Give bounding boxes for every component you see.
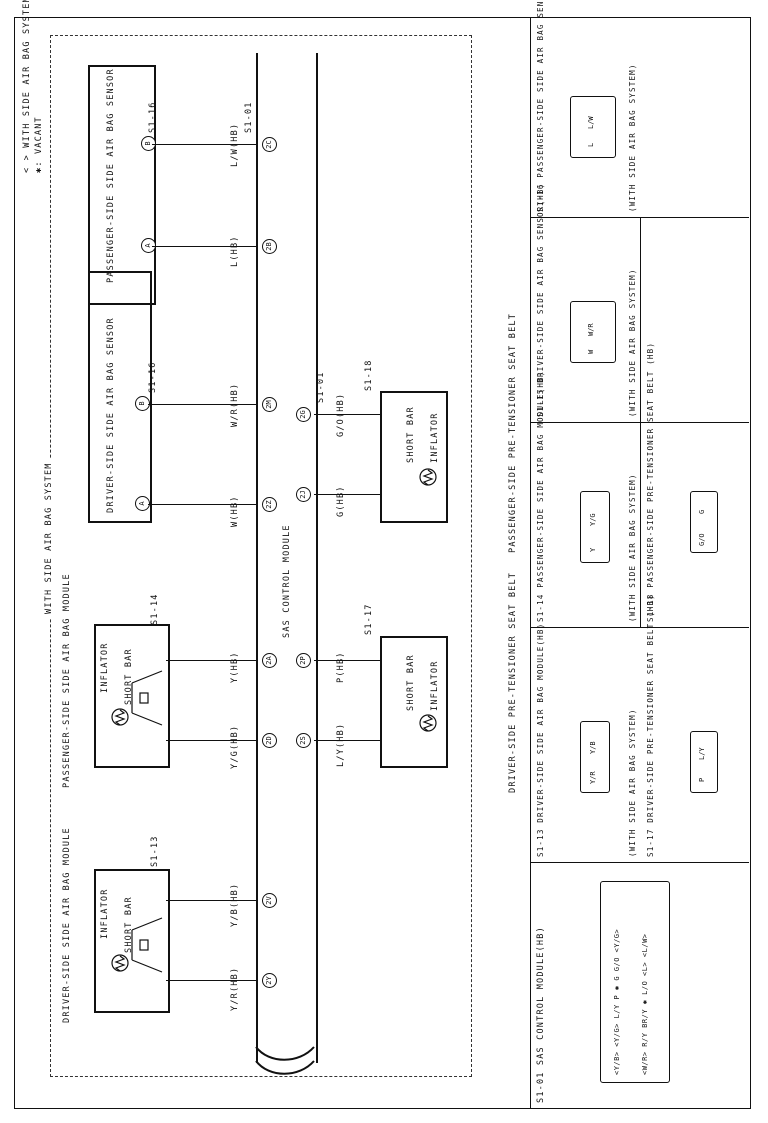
panel-s116-label: S1-16 PASSENGER-SIDE SIDE AIR BAG SENSOR…	[536, 0, 545, 212]
wire-label: W/R(HB)	[230, 382, 240, 427]
wire-label: W(HB)	[230, 495, 240, 527]
panel-s117-label: S1-17 DRIVER-SIDE PRE-TENSIONER SEAT BEL…	[646, 594, 655, 857]
pin-2y: 2Y	[262, 973, 277, 988]
sas-connector-ref: S1-01	[316, 371, 326, 403]
wire-label: P(HB)	[336, 651, 346, 683]
inflator-label: INFLATOR	[100, 642, 110, 693]
s115-connector-face: W W/R	[570, 301, 616, 363]
wire	[166, 980, 256, 981]
inflator-resistor-icon	[419, 714, 437, 732]
s117-connector-face: P L/Y	[690, 731, 718, 793]
short-bar-label: SHORT BAR	[406, 654, 416, 711]
wire-label: Y/G(HB)	[230, 724, 240, 769]
driver-pretensioner-title: DRIVER-SIDE PRE-TENSIONER SEAT BELT	[508, 571, 518, 793]
pin-2b: 2B	[262, 239, 277, 254]
wire	[314, 494, 380, 495]
legend-vacant: ✱: VACANT	[34, 116, 44, 173]
sas-row1: <Y/B> <Y/G> L/Y P ✱ G G/O <Y/G>	[613, 928, 621, 1075]
panel-s114-note: (WITH SIDE AIR BAG SYSTEM)	[628, 473, 637, 622]
s114-connector-face: Y Y/G	[580, 491, 610, 563]
sas-control-module-label: SAS CONTROL MODULE	[282, 524, 292, 638]
pin-2j: 2J	[296, 487, 311, 502]
passenger-pretensioner-title: PASSENGER-SIDE PRE-TENSIONER SEAT BELT	[508, 312, 518, 553]
passenger-side-airbag-sensor	[88, 65, 156, 305]
connector-s1-16: S1-16	[148, 101, 158, 133]
wire	[152, 246, 256, 247]
panel-s115-label: S1-15 DRIVER-SIDE SIDE AIR BAG SENSOR(HB…	[536, 182, 545, 417]
wire-label: Y(HB)	[230, 651, 240, 683]
short-bar-icon	[131, 670, 163, 726]
panel-s113-label: S1-13 DRIVER-SIDE SIDE AIR BAG MODULE(HB…	[536, 622, 545, 857]
wire	[314, 660, 380, 661]
panel-s115-note: (WITH SIDE AIR BAG SYSTEM)	[628, 268, 637, 417]
pin-2v: 2V	[262, 893, 277, 908]
wire-label: L/Y(HB)	[336, 722, 346, 767]
connector-s1-13: S1-13	[150, 835, 160, 867]
panel-divider	[530, 17, 531, 1109]
wire-label: L/W(HB)	[230, 122, 240, 167]
s116-connector-face: L L/W	[570, 96, 616, 158]
wire	[166, 900, 256, 901]
pin-2g: 2G	[296, 407, 311, 422]
panel-s113-note: (WITH SIDE AIR BAG SYSTEM)	[628, 708, 637, 857]
pin-2d: 2D	[262, 733, 277, 748]
connector-s1-16: S1-16	[148, 361, 158, 393]
sas-connector-ref: S1-01	[244, 101, 254, 133]
wire-label: Y/R(HB)	[230, 966, 240, 1011]
pin-2a: 2A	[262, 653, 277, 668]
legend-with-side-air-bag: < > WITH SIDE AIR BAG SYSTEM	[22, 0, 32, 173]
pin-2z: 2Z	[262, 497, 277, 512]
group-label: WITH SIDE AIR BAG SYSTEM	[44, 458, 54, 618]
wire	[166, 740, 256, 741]
inflator-resistor-icon	[111, 954, 129, 972]
pin-2c: 2C	[262, 137, 277, 152]
module-break-left	[255, 1046, 315, 1075]
wire-label: Y/B(HB)	[230, 882, 240, 927]
passenger-side-airbag-module-title: PASSENGER-SIDE SIDE AIR BAG MODULE	[62, 573, 72, 788]
passenger-side-airbag-sensor-title: PASSENGER-SIDE SIDE AIR BAG SENSOR	[106, 68, 116, 283]
panel-divider	[640, 218, 641, 628]
driver-side-airbag-sensor-title: DRIVER-SIDE SIDE AIR BAG SENSOR	[106, 317, 116, 513]
sas-row2: <W/R> R/Y BR/Y ✱ L/O <L> <L/W>	[641, 933, 649, 1075]
wire-label: G/O(HB)	[336, 392, 346, 437]
pin-2p: 2P	[296, 653, 311, 668]
short-bar-icon	[131, 917, 163, 973]
inflator-resistor-icon	[111, 708, 129, 726]
panel-sas-label: S1-01 SAS CONTROL MODULE(HB)	[536, 926, 546, 1103]
connector-s1-17: S1-17	[364, 603, 374, 635]
inflator-resistor-icon	[419, 468, 437, 486]
driver-side-airbag-module-title: DRIVER-SIDE SIDE AIR BAG MODULE	[62, 827, 72, 1023]
short-bar-label: SHORT BAR	[406, 406, 416, 463]
connector-s1-14: S1-14	[150, 593, 160, 625]
pin-2s: 2S	[296, 733, 311, 748]
panel-s116-note: (WITH SIDE AIR BAG SYSTEM)	[628, 63, 637, 212]
pin-2m: 2M	[262, 397, 277, 412]
wire	[166, 660, 256, 661]
s113-connector-face: Y/R Y/B	[580, 721, 610, 793]
wire	[314, 414, 380, 415]
wire-label: L(HB)	[230, 235, 240, 267]
panel-divider	[530, 862, 749, 863]
wire	[152, 144, 256, 145]
panel-s118-label: S1-18 PASSENGER-SIDE PRE-TENSIONER SEAT …	[646, 341, 655, 622]
connector-s1-18: S1-18	[364, 359, 374, 391]
wire-label: G(HB)	[336, 485, 346, 517]
inflator-label: INFLATOR	[100, 888, 110, 939]
sas-connector-face	[600, 881, 670, 1083]
s118-connector-face: G/O G	[690, 491, 718, 553]
wire	[314, 740, 380, 741]
